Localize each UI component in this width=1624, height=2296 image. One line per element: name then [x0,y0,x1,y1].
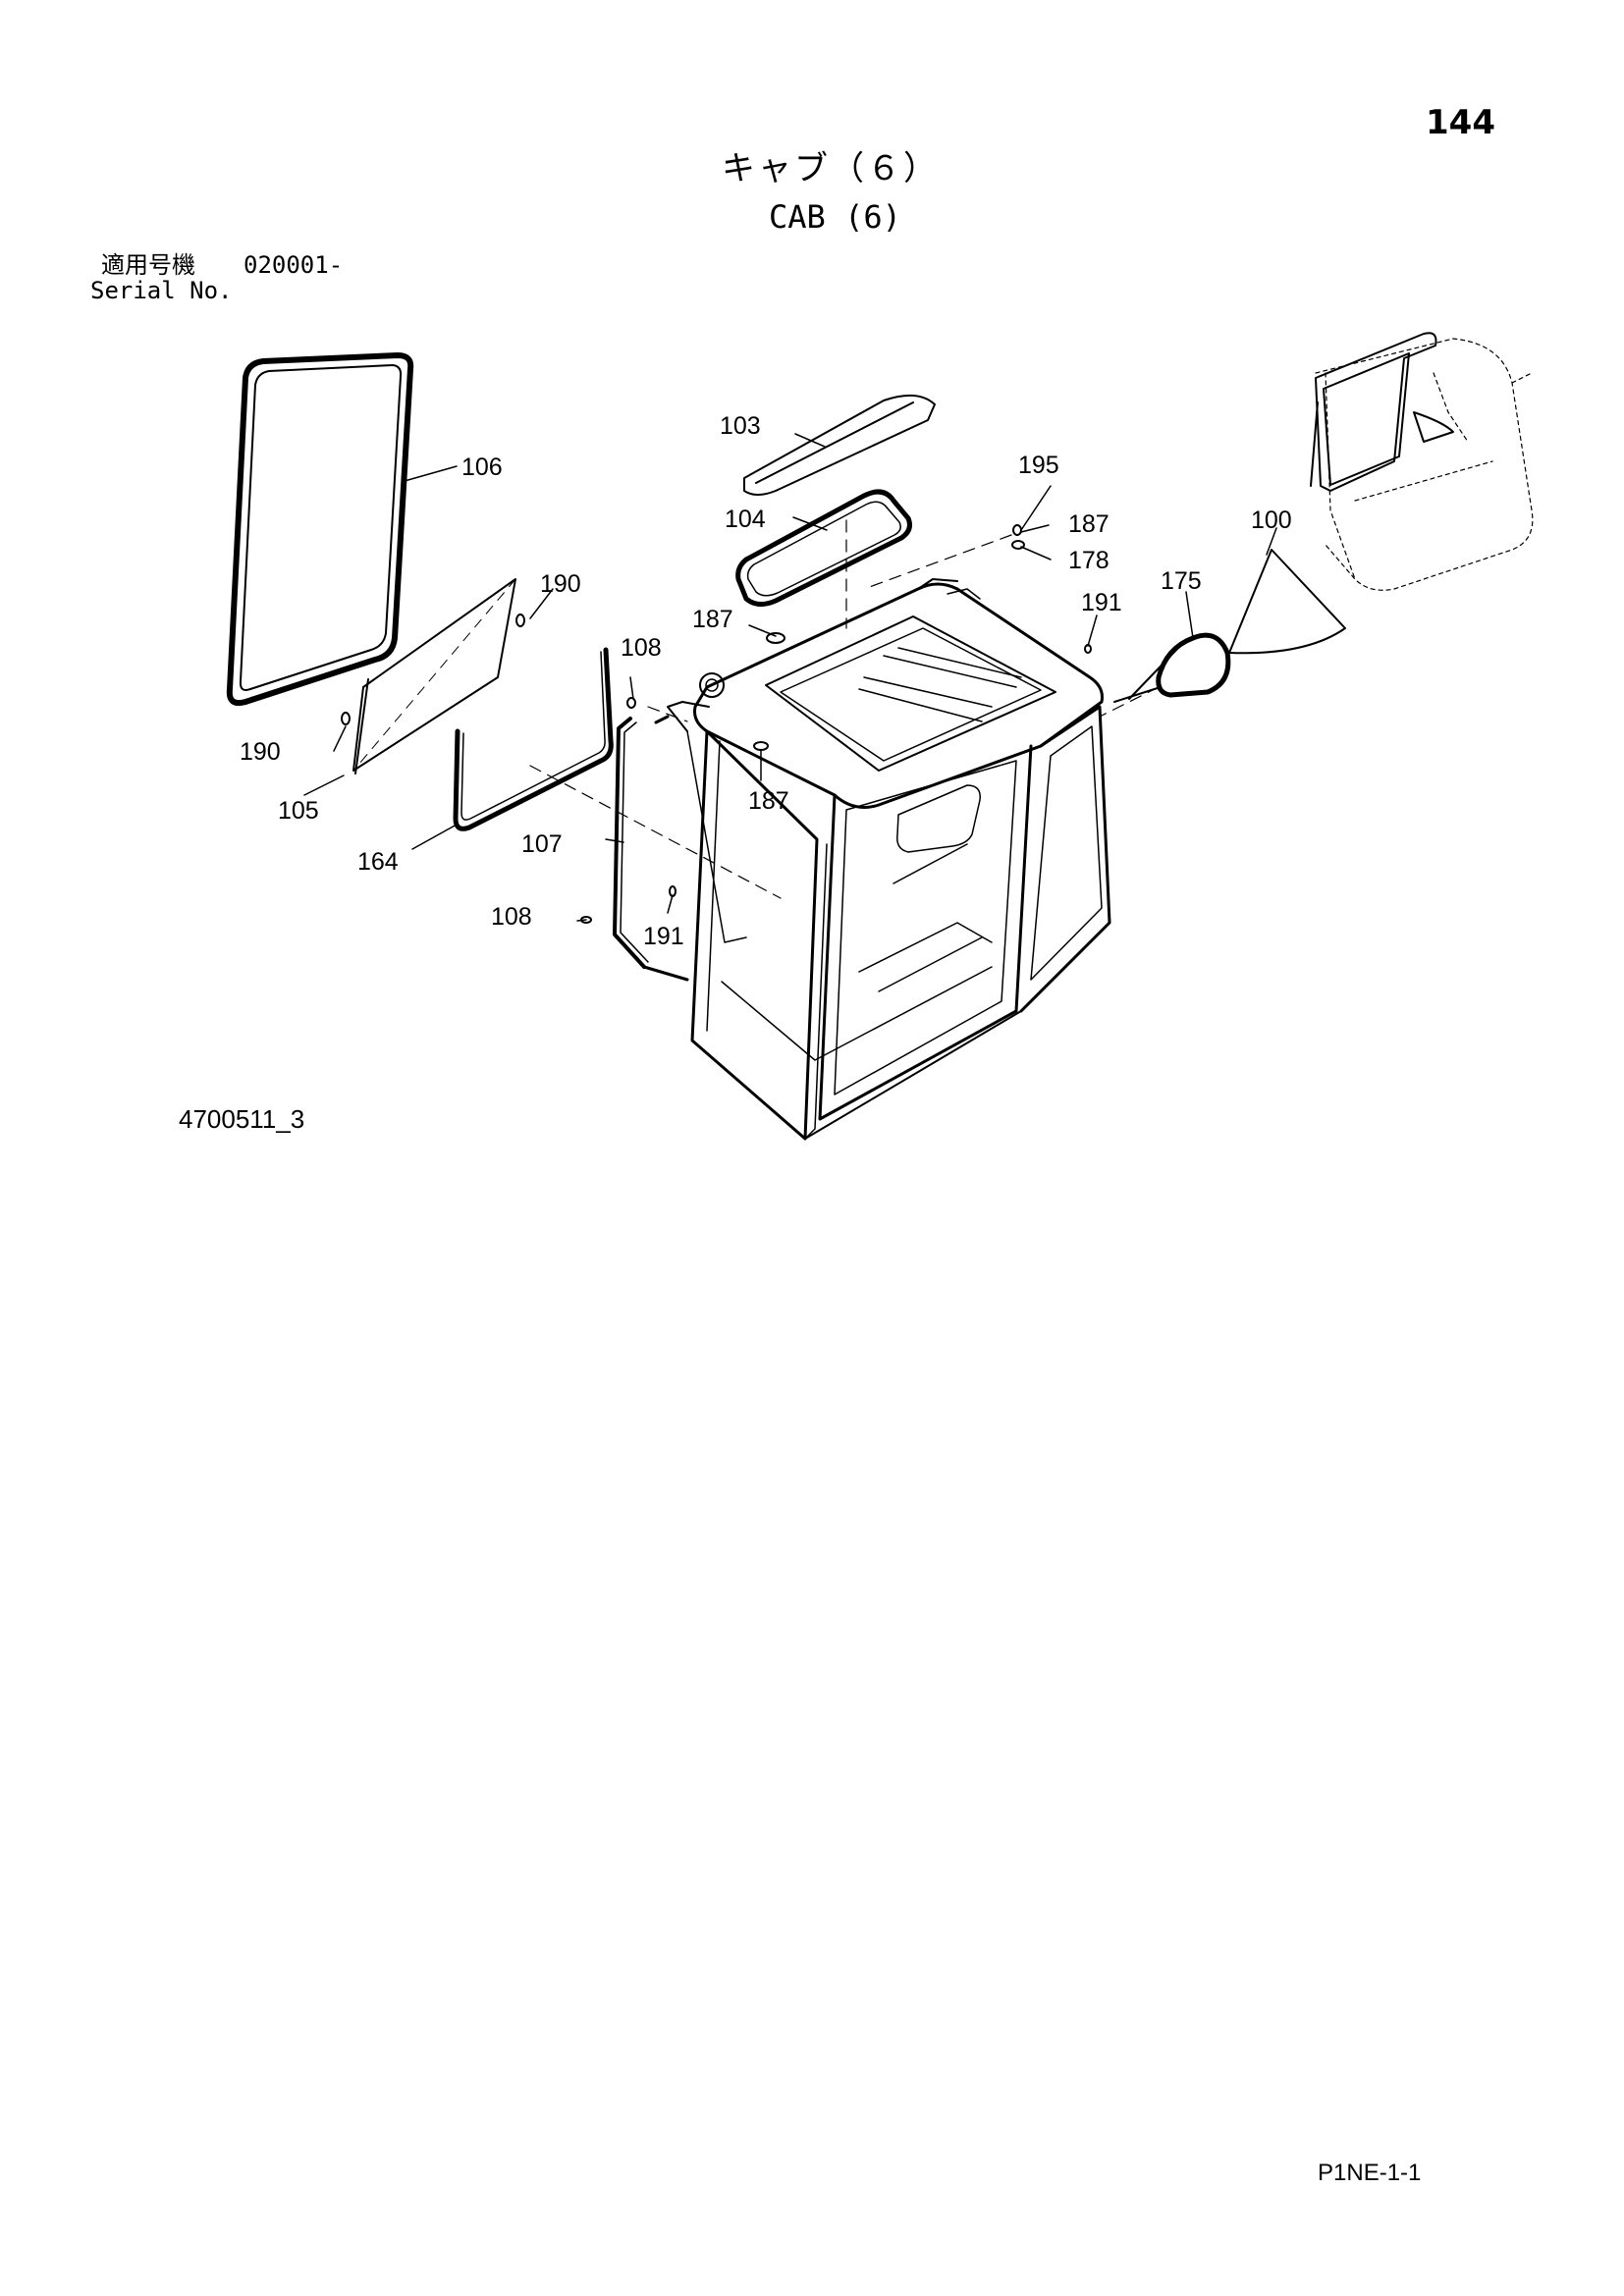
callout-104: 104 [725,506,766,533]
part-105-glass [352,578,516,774]
sheet-code: P1NE-1-1 [1318,2160,1422,2186]
callout-108-upper: 108 [621,634,662,662]
page-number: 144 [1426,103,1495,142]
part-164-seal-strip [453,647,614,831]
callout-195: 195 [1018,452,1059,479]
part-107-door-rod [613,715,689,982]
part-103-roof-cover [743,394,936,496]
callout-164: 164 [357,848,399,876]
reference-cab-outline [1315,338,1534,591]
callout-187-lower: 187 [748,787,789,815]
serial-label-japanese: 適用号機 [101,251,195,279]
callout-103: 103 [720,412,761,440]
callout-175: 175 [1161,567,1202,595]
callout-190-lower: 190 [240,738,281,766]
drawing-number: 4700511_3 [179,1104,305,1134]
callout-105: 105 [278,797,319,825]
part-100-sector-glass [1228,549,1346,655]
title-english: CAB (6) [769,198,901,236]
serial-label-english: Serial No. [90,277,233,304]
serial-number-value: 020001- [244,251,344,279]
callout-108-lower: 108 [491,903,532,931]
part-106-window-seal [226,352,414,707]
callout-187-right: 187 [1068,510,1110,538]
callout-191-lower: 191 [643,923,684,950]
leader-lines [303,433,1277,922]
reference-cab-door [1310,332,1437,492]
part-175-mirror [1113,632,1231,703]
callout-107: 107 [521,830,563,858]
assembly-lines [529,519,1160,899]
callouts: 100 103 104 105 106 107 108 108 164 175 … [240,412,1292,950]
callout-100: 100 [1251,507,1292,534]
callout-190-upper: 190 [540,570,581,598]
callout-187-roof: 187 [692,606,733,633]
cab-body [667,578,1111,1141]
part-104-roof-seal [735,489,912,607]
title-japanese: キャブ（６） [722,149,940,188]
callout-178: 178 [1068,547,1110,574]
callout-191-right: 191 [1081,589,1122,616]
callout-106: 106 [461,454,503,481]
small-hardware [341,524,1092,924]
